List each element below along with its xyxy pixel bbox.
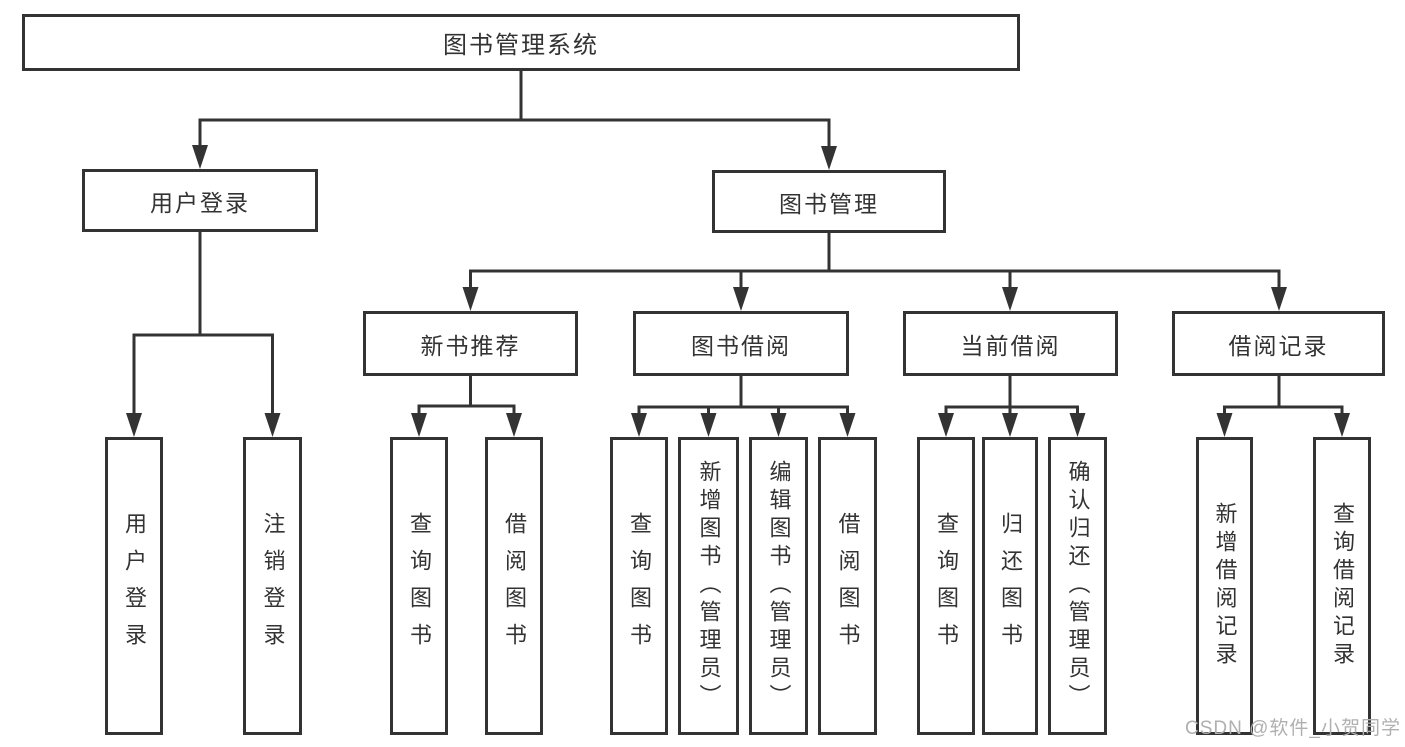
watermark: CSDN @软件_小贺同学 [1185, 718, 1401, 739]
node-book-borrowing: 图书借阅 [633, 311, 849, 376]
node-new-book-recommendation: 新书推荐 [363, 311, 578, 376]
leaf-query-books-borrowing: 查询图书 [610, 437, 668, 735]
leaf-edit-books-admin: 编辑图书（管理员） [749, 437, 808, 735]
leaf-user-login: 用户登录 [105, 437, 163, 735]
leaf-query-borrow-record-label: 查询借阅记录 [1330, 502, 1355, 670]
leaf-logout-login-label: 注销登录 [260, 512, 286, 660]
leaf-add-borrow-record: 新增借阅记录 [1196, 437, 1253, 735]
node-current-borrowing: 当前借阅 [903, 311, 1118, 376]
leaf-return-books-label: 归还图书 [998, 512, 1023, 660]
node-borrowing-records: 借阅记录 [1172, 311, 1385, 376]
leaf-borrow-books: 借阅图书 [818, 437, 877, 735]
leaf-query-borrow-record: 查询借阅记录 [1313, 437, 1371, 735]
leaf-query-books-recommend-label: 查询图书 [407, 512, 432, 660]
node-book-management: 图书管理 [712, 170, 946, 233]
node-book-management-system: 图书管理系统 [22, 14, 1020, 71]
leaf-logout-login: 注销登录 [243, 437, 302, 735]
leaf-confirm-return-admin: 确认归还（管理员） [1048, 437, 1107, 735]
leaf-user-login-label: 用户登录 [122, 512, 147, 660]
node-user-login: 用户登录 [82, 169, 318, 232]
leaf-borrow-books-recommend-label: 借阅图书 [502, 512, 527, 660]
leaf-query-books-current: 查询图书 [917, 437, 975, 735]
leaf-add-borrow-record-label: 新增借阅记录 [1212, 502, 1238, 670]
leaf-edit-books-admin-label: 编辑图书（管理员） [766, 460, 792, 712]
leaf-add-books-admin-label: 新增图书（管理员） [696, 460, 722, 712]
leaf-add-books-admin: 新增图书（管理员） [678, 437, 739, 735]
leaf-borrow-books-recommend: 借阅图书 [485, 437, 543, 735]
leaf-return-books: 归还图书 [982, 437, 1038, 735]
leaf-borrow-books-label: 借阅图书 [835, 512, 861, 660]
leaf-query-books-recommend: 查询图书 [390, 437, 448, 735]
leaf-confirm-return-admin-label: 确认归还（管理员） [1065, 460, 1091, 712]
leaf-query-books-borrowing-label: 查询图书 [627, 512, 652, 660]
leaf-query-books-current-label: 查询图书 [934, 512, 959, 660]
